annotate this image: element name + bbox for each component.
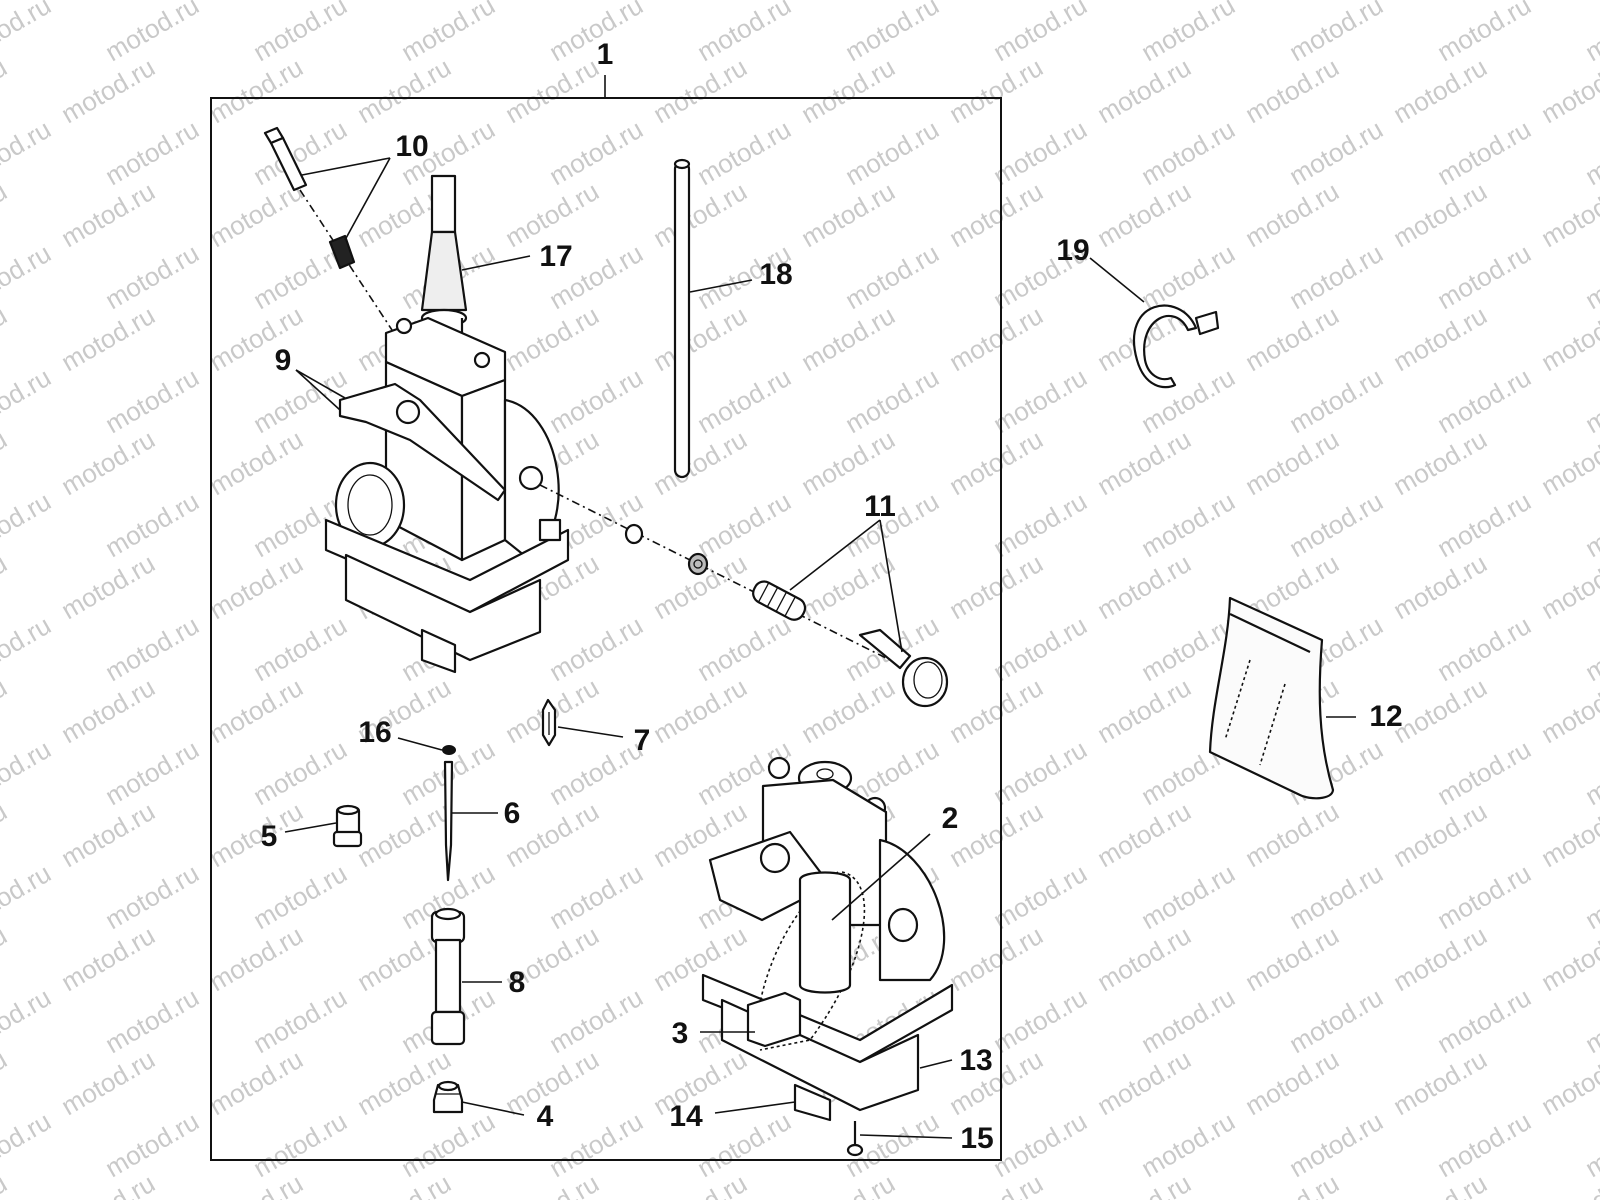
cable-adjuster-screw-icon — [263, 126, 393, 331]
callout-10[interactable]: 10 — [395, 130, 428, 163]
callout-16[interactable]: 16 — [358, 716, 391, 749]
leader-11b — [879, 519, 903, 653]
carburetor-cover-icon — [1208, 596, 1335, 800]
callout-7[interactable]: 7 — [634, 724, 651, 757]
leader-2 — [831, 833, 931, 921]
carburetor-body-icon — [324, 174, 570, 674]
callout-2[interactable]: 2 — [942, 802, 959, 835]
callout-1[interactable]: 1 — [597, 38, 614, 71]
callout-13[interactable]: 13 — [959, 1044, 992, 1077]
leader-14 — [714, 1101, 796, 1114]
callout-9[interactable]: 9 — [275, 344, 292, 377]
jet-needle-icon — [443, 760, 454, 882]
leader-9b — [295, 369, 341, 411]
overflow-tube-icon — [673, 158, 691, 479]
pilot-jet-icon — [332, 804, 363, 848]
callout-3[interactable]: 3 — [672, 1017, 689, 1050]
float-needle-valve-icon — [541, 698, 557, 747]
callout-4[interactable]: 4 — [537, 1100, 554, 1133]
leader-17 — [461, 255, 531, 271]
callout-18[interactable]: 18 — [759, 258, 792, 291]
hose-clamp-icon — [1133, 304, 1220, 389]
leader-11a — [789, 519, 881, 591]
callout-11[interactable]: 11 — [864, 490, 896, 523]
callout-5[interactable]: 5 — [261, 820, 278, 853]
main-jet-icon — [432, 1080, 464, 1114]
callout-15[interactable]: 15 — [960, 1122, 993, 1155]
leader-18 — [689, 279, 753, 293]
leader-7 — [557, 726, 624, 738]
callout-6[interactable]: 6 — [504, 797, 521, 830]
needle-clip-icon — [442, 745, 456, 755]
leader-4 — [461, 1101, 525, 1116]
leader-13 — [919, 1059, 953, 1069]
callout-14[interactable]: 14 — [669, 1100, 703, 1133]
needle-jet-icon — [430, 907, 466, 1046]
callout-12[interactable]: 12 — [1369, 700, 1402, 733]
callout-19[interactable]: 19 — [1056, 234, 1089, 267]
carburetor-body-lower-icon — [701, 756, 954, 1122]
leader-16 — [397, 737, 443, 751]
leader-19 — [1089, 257, 1145, 303]
assembly-frame — [210, 97, 1002, 1161]
leader-15 — [859, 1134, 953, 1139]
idle-adjust-screw-icon — [539, 484, 949, 708]
leader-10b — [344, 157, 391, 241]
callout-8[interactable]: 8 — [509, 966, 526, 999]
bowl-screw-icon — [846, 1121, 864, 1157]
leader-10a — [301, 157, 391, 176]
callout-17[interactable]: 17 — [539, 240, 572, 273]
leader-5 — [284, 822, 337, 833]
leader-9a — [295, 369, 346, 399]
